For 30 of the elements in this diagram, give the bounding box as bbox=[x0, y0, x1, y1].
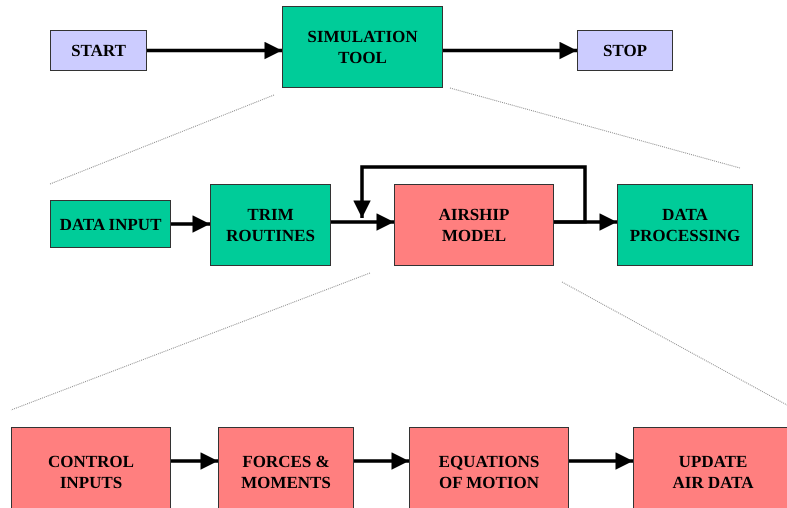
arrow bbox=[331, 213, 394, 231]
box-label: START bbox=[71, 40, 126, 61]
process-box bbox=[50, 200, 171, 248]
box-label: CONTROL INPUTS bbox=[47, 451, 135, 493]
box-label: DATA INPUT bbox=[60, 214, 162, 234]
process-box bbox=[617, 184, 753, 266]
box-label: DATA PROCESSING bbox=[628, 204, 742, 246]
box-label: FORCES & MOMENTS bbox=[240, 451, 332, 493]
process-box bbox=[577, 30, 673, 71]
arrow bbox=[171, 452, 218, 470]
arrow bbox=[354, 452, 409, 470]
process-box bbox=[50, 30, 147, 71]
process-box bbox=[210, 184, 331, 266]
box-label: SIMULATION TOOL bbox=[306, 26, 419, 68]
process-box bbox=[218, 427, 354, 508]
arrow bbox=[147, 42, 282, 60]
process-box bbox=[394, 184, 554, 266]
process-box bbox=[11, 427, 171, 508]
box-label: TRIM ROUTINES bbox=[225, 204, 316, 246]
process-box bbox=[409, 427, 569, 508]
arrow bbox=[569, 452, 633, 470]
process-box bbox=[282, 6, 443, 88]
arrow bbox=[353, 165, 587, 224]
box-label: UPDATE AIR DATA bbox=[671, 451, 755, 493]
arrow bbox=[171, 215, 210, 233]
process-box bbox=[633, 427, 787, 508]
arrow bbox=[443, 42, 577, 60]
box-label: EQUATIONS OF MOTION bbox=[438, 451, 540, 493]
box-label: STOP bbox=[602, 40, 648, 61]
box-label: AIRSHIP MODEL bbox=[438, 204, 510, 246]
